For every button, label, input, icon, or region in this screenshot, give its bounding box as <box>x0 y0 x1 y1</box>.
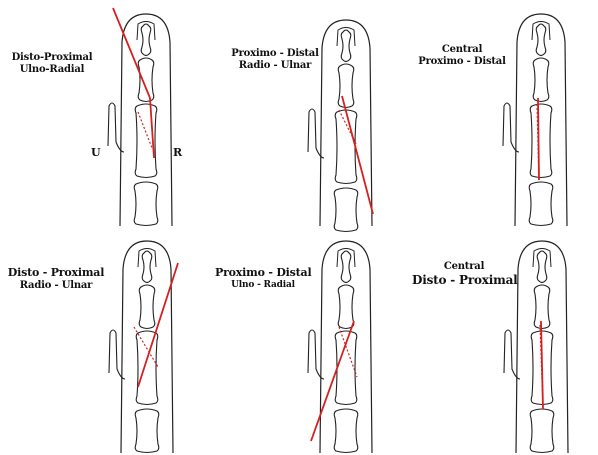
middle-phalanx <box>533 58 549 102</box>
metacarpal-head <box>135 409 159 453</box>
finger-drawing <box>0 227 199 454</box>
metacarpal-head <box>134 182 158 226</box>
distal-phalanx <box>341 30 351 62</box>
metacarpal-head <box>530 409 554 453</box>
finger-drawing <box>398 0 597 227</box>
metacarpal-head <box>529 182 553 226</box>
distal-phalanx <box>141 24 151 56</box>
distal-phalanx <box>142 251 152 283</box>
k-wire <box>538 98 539 180</box>
proximal-phalanx <box>136 331 158 405</box>
metacarpal-head <box>334 409 358 453</box>
distal-phalanx <box>537 251 547 283</box>
metacarpal-head <box>334 188 358 232</box>
distal-phalanx <box>341 251 351 283</box>
radial-side-marker: R <box>173 146 182 159</box>
distal-phalanx <box>536 24 546 56</box>
middle-phalanx <box>338 285 354 329</box>
proximal-phalanx <box>335 110 357 184</box>
ulnar-side-marker: U <box>91 146 101 159</box>
middle-phalanx <box>138 58 154 102</box>
middle-phalanx <box>139 285 155 329</box>
proximal-phalanx <box>530 104 552 178</box>
middle-phalanx <box>338 64 354 108</box>
finger-drawing <box>199 227 398 454</box>
finger-drawing <box>199 0 398 227</box>
middle-phalanx <box>534 285 550 329</box>
finger-drawing <box>0 0 199 227</box>
